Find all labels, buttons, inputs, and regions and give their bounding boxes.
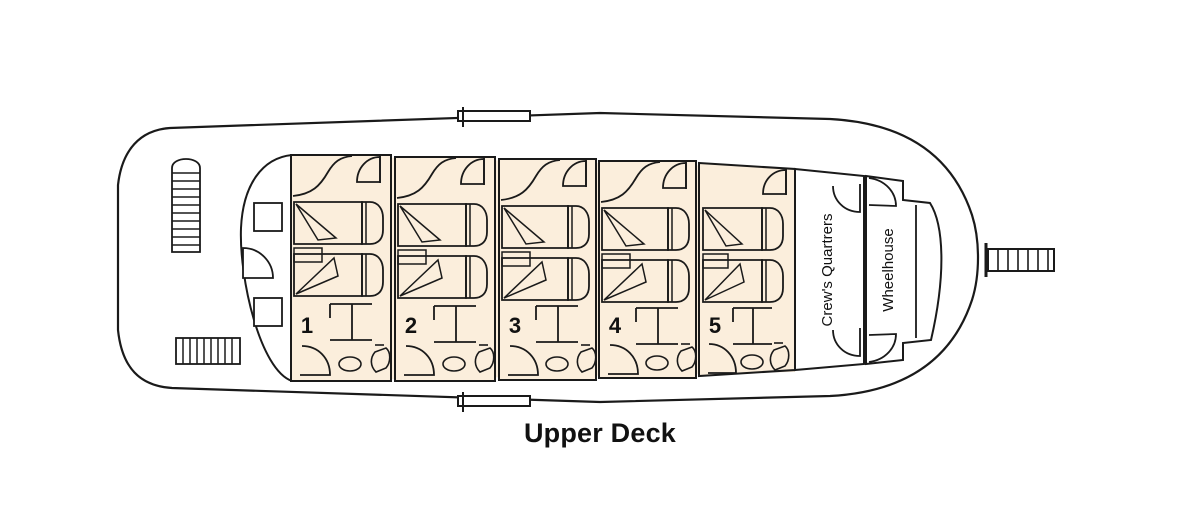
hatch-upper <box>253 202 283 232</box>
cabin-number: 3 <box>509 313 521 338</box>
cabin-1[interactable]: 1 <box>290 154 392 382</box>
bow-bulkhead <box>239 154 293 382</box>
cabin-number: 2 <box>405 313 417 338</box>
cabin-4[interactable]: 4 <box>598 160 697 379</box>
stern-ladder <box>984 243 1055 277</box>
bow-stair-upper <box>171 158 201 253</box>
cabin-3[interactable]: 3 <box>498 158 597 381</box>
page-title: Upper Deck <box>523 418 677 448</box>
cabin-number: 5 <box>709 313 721 338</box>
gangway-bottom <box>457 392 531 412</box>
crews-quarters-label: Crew's Quartrers <box>819 214 836 327</box>
cabin-5[interactable]: 5 <box>698 161 796 378</box>
gangway-top <box>457 107 531 127</box>
wheelhouse-label: Wheelhouse <box>880 228 897 311</box>
wheelhouse-room[interactable]: Wheelhouse <box>865 174 943 366</box>
cabin-number: 1 <box>301 313 313 338</box>
cabin-2[interactable]: 2 <box>394 156 496 382</box>
cabin-number: 4 <box>609 313 622 338</box>
bow-stair-lower <box>175 337 241 365</box>
bow-door-icon <box>242 247 274 279</box>
crews-quarters-room[interactable]: Crew's Quartrers <box>794 167 865 372</box>
hatch-lower <box>253 297 283 327</box>
